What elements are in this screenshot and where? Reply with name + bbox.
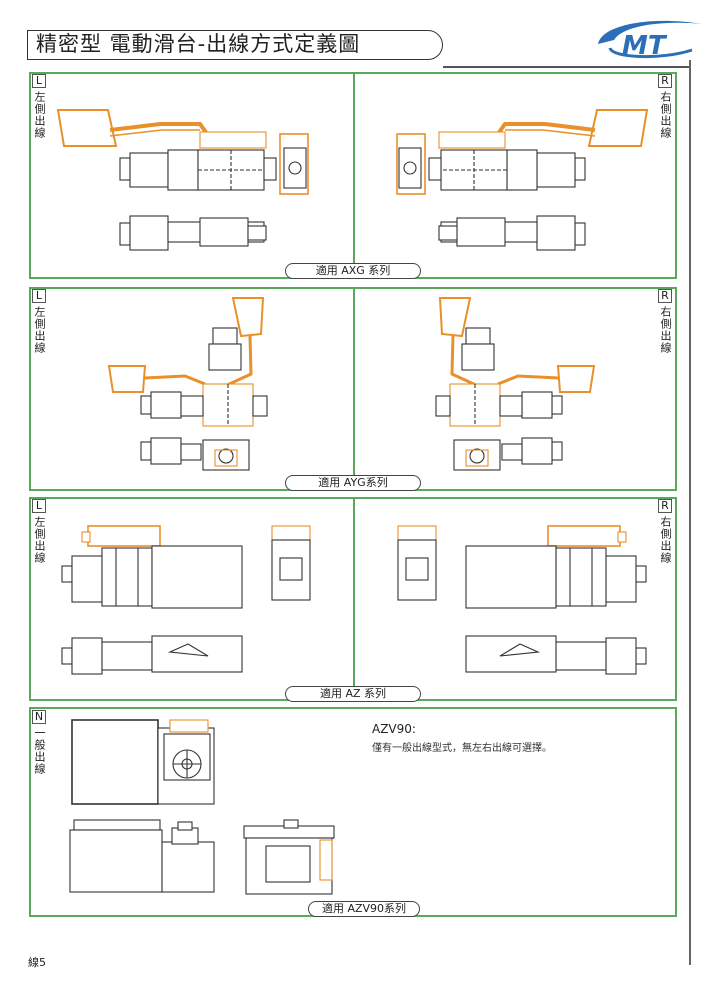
- series-label-az: 適用 AZ 系列: [285, 686, 421, 702]
- right-code: R: [658, 289, 672, 303]
- note-text: 僅有一般出線型式，無左右出線可選擇。: [372, 743, 552, 754]
- title-rule: [443, 66, 691, 68]
- right-code: R: [658, 74, 672, 88]
- az-right-drawing: [397, 525, 647, 675]
- page-title: 精密型 電動滑台-出線方式定義圖: [27, 30, 443, 60]
- panel-divider: [353, 289, 355, 489]
- ayg-left-drawing: [107, 297, 268, 471]
- series-label-axg: 適用 AXG 系列: [285, 263, 421, 279]
- normal-exit-text: 一般出線: [33, 727, 46, 775]
- right-exit-label: R 右側出線: [658, 499, 672, 564]
- right-code: R: [658, 499, 672, 513]
- ayg-right-drawing: [435, 297, 596, 471]
- right-exit-label: R 右側出線: [658, 74, 672, 139]
- left-code: L: [32, 289, 46, 303]
- left-exit-label: L 左側出線: [32, 289, 46, 354]
- right-exit-text: 右側出線: [659, 306, 672, 354]
- axg-right-drawing: [396, 109, 649, 251]
- normal-code: N: [32, 710, 46, 724]
- left-exit-label: L 左側出線: [32, 499, 46, 564]
- series-label-ayg: 適用 AYG系列: [285, 475, 421, 491]
- svg-text:MT: MT: [622, 31, 668, 61]
- panel-divider: [353, 499, 355, 699]
- left-code: L: [32, 74, 46, 88]
- right-exit-text: 右側出線: [659, 516, 672, 564]
- left-exit-text: 左側出線: [33, 91, 46, 139]
- normal-exit-label: N 一般出線: [32, 710, 46, 775]
- right-exit-label: R 右側出線: [658, 289, 672, 354]
- note-title: AZV90:: [372, 722, 416, 736]
- panel-divider: [353, 74, 355, 277]
- right-exit-text: 右側出線: [659, 91, 672, 139]
- az-left-drawing: [61, 525, 311, 675]
- axg-left-drawing: [56, 109, 309, 251]
- left-exit-text: 左側出線: [33, 516, 46, 564]
- azv90-drawing: [69, 719, 335, 895]
- left-code: L: [32, 499, 46, 513]
- gmt-logo: MT: [598, 20, 702, 61]
- page-number: 線5: [28, 956, 46, 969]
- series-label-azv90: 適用 AZV90系列: [308, 901, 420, 917]
- page-frame: [689, 60, 691, 965]
- left-exit-label: L 左側出線: [32, 74, 46, 139]
- left-exit-text: 左側出線: [33, 306, 46, 354]
